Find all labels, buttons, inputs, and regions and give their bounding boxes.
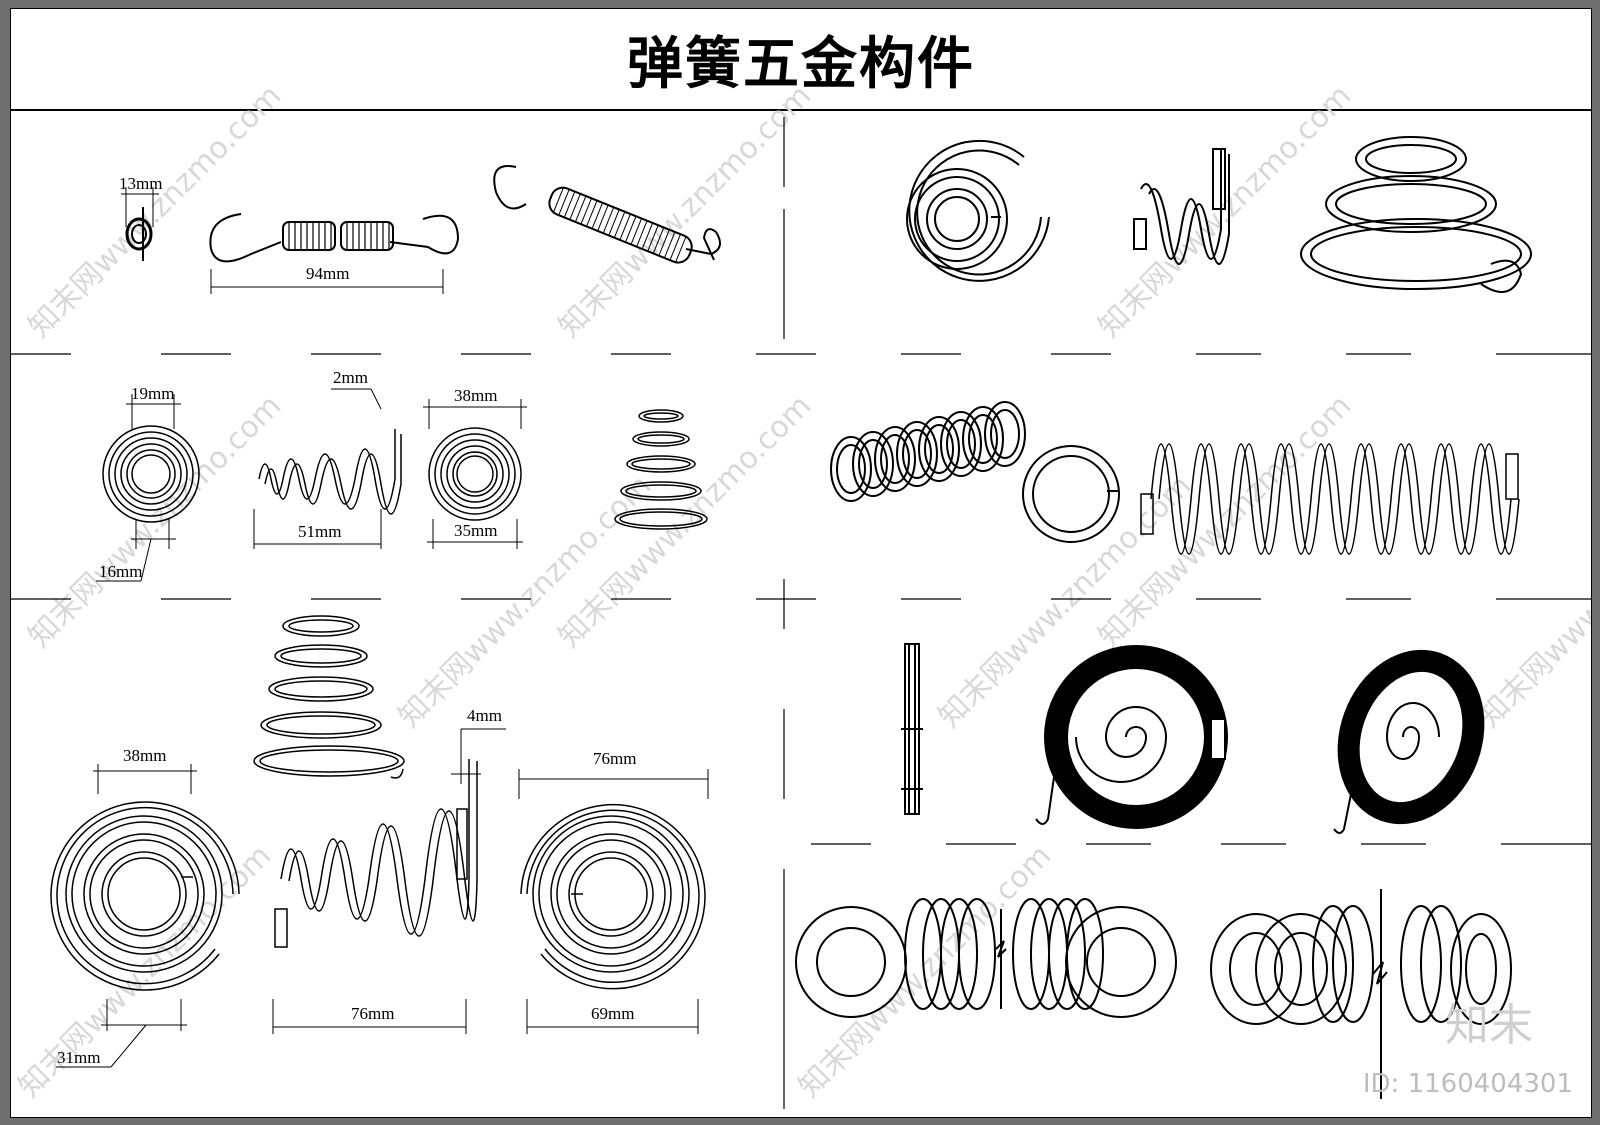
torsion-wire-spring [1133, 148, 1230, 265]
dim-19mm: 19mm [126, 384, 181, 429]
watermark-text: 知末网www.znzmo.com [22, 78, 288, 344]
dim-38mm-a: 38mm [423, 386, 527, 429]
watermark-text: 知末网www.znzmo.com [1092, 78, 1358, 344]
dim-51mm: 51mm [253, 509, 382, 549]
dim-16mm: 16mm [96, 519, 176, 582]
document-id: ID: 1160404301 [1362, 1069, 1573, 1099]
extension-spring-angled [493, 165, 721, 264]
clock-spring-angled [1333, 649, 1485, 834]
dim-31mm: 31mm [56, 999, 187, 1068]
drawing-frame: 弹簧五金构件 知末网www.znzmo.com 知末网www.znzmo.com… [10, 8, 1592, 1118]
coil-end-view-large-38 [50, 801, 240, 991]
dim-4mm: 4mm [451, 706, 506, 784]
dim-label: 13mm [119, 174, 162, 193]
conical-spring-medium [253, 615, 405, 779]
compression-spring-perspective [830, 401, 1026, 502]
dim-label: 76mm [351, 1004, 394, 1023]
small-ring-spring [125, 207, 153, 261]
wire-ring [1022, 445, 1120, 543]
dim-label: 2mm [333, 368, 368, 387]
dim-label: 38mm [454, 386, 497, 405]
dim-94mm: 94mm [210, 264, 444, 294]
grid-lines [11, 117, 1591, 1109]
dim-label: 19mm [131, 384, 174, 403]
dim-35mm: 35mm [427, 519, 523, 549]
dim-label: 69mm [591, 1004, 634, 1023]
conical-coil-spring-large [1300, 136, 1532, 293]
dim-13mm: 13mm [119, 174, 162, 227]
dim-label: 38mm [123, 746, 166, 765]
conical-compression-spring-side [258, 429, 402, 515]
dim-label: 94mm [306, 264, 349, 283]
dim-69mm: 69mm [526, 999, 699, 1034]
clock-spring-front [1035, 645, 1228, 829]
spring-drawings: 知末网www.znzmo.com 知末网www.znzmo.com 知末网www… [11, 78, 1591, 1109]
clock-spring-side [901, 643, 923, 815]
dim-76mm-b: 76mm [518, 749, 709, 799]
dim-label: 35mm [454, 521, 497, 540]
extension-spring-loop-ends-2 [1210, 889, 1512, 1099]
page-title: 弹簧五金构件 [11, 9, 1591, 111]
dim-label: 16mm [99, 562, 142, 581]
dim-2mm: 2mm [331, 368, 382, 410]
extension-spring-loop-ends-1 [795, 898, 1177, 1018]
dim-76mm-a: 76mm [272, 999, 467, 1034]
dim-label: 51mm [298, 522, 341, 541]
coil-end-view-38 [428, 427, 522, 521]
conical-spring-side-large [274, 759, 478, 948]
coil-end-view-19 [102, 425, 200, 523]
watermark-text: 知末网www.znzmo.com [1472, 468, 1591, 734]
coil-end-view-large-76 [520, 803, 706, 990]
long-compression-spring [1140, 443, 1520, 555]
extension-spring-small [209, 213, 460, 263]
brand-watermark: 知末 [1445, 1000, 1533, 1051]
flat-spiral-spring [906, 139, 1050, 282]
dim-label: 76mm [593, 749, 636, 768]
dim-label: 31mm [57, 1048, 100, 1067]
conical-spring-small [614, 409, 708, 530]
watermark-text: 知末网www.znzmo.com [792, 838, 1058, 1104]
dim-label: 4mm [467, 706, 502, 725]
watermark-text: 知末网www.znzmo.com [552, 78, 818, 344]
dim-38mm-b: 38mm [93, 746, 197, 794]
